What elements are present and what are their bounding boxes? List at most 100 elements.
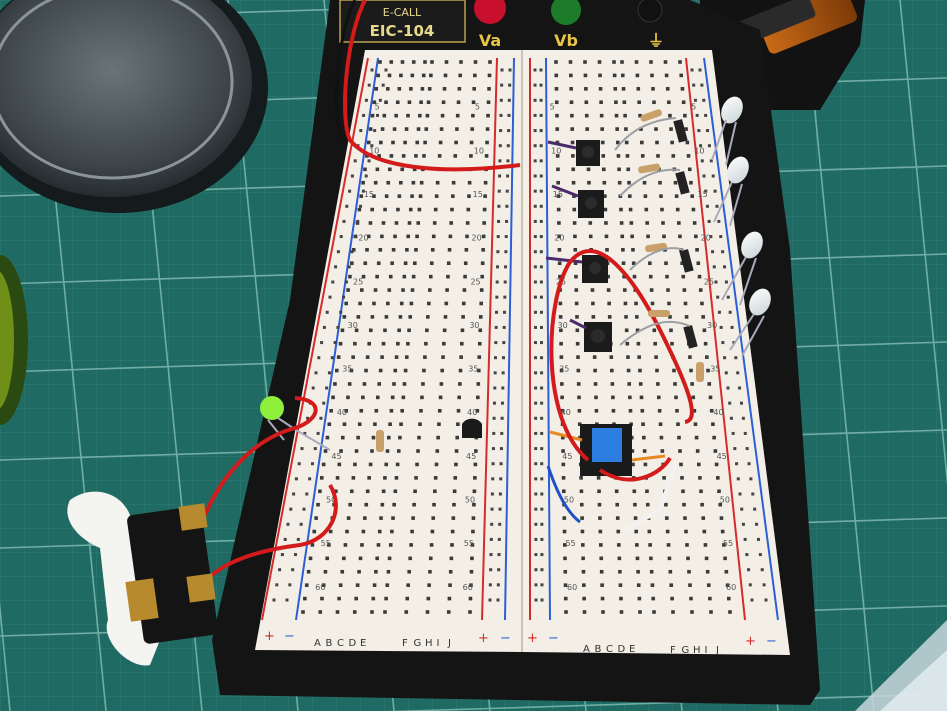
breadboard-hole (598, 516, 602, 520)
breadboard-hole (443, 315, 448, 319)
terminal-va-post (474, 0, 506, 24)
breadboard-hole (368, 127, 373, 131)
breadboard-hole (444, 60, 449, 64)
rail-hole (370, 144, 374, 148)
breadboard-hole (366, 234, 371, 239)
breadboard-hole (647, 529, 652, 534)
right-column-letter: A (583, 644, 590, 655)
component-leads (614, 117, 691, 346)
right-row-number: 50 (564, 496, 574, 505)
breadboard-hole (643, 462, 648, 467)
red-wire-switch (210, 483, 338, 577)
breadboard-hole (626, 355, 630, 359)
breadboard-hole (558, 274, 562, 279)
breadboard-hole (372, 301, 376, 306)
breadboard-hole (594, 395, 598, 400)
breadboard-hole (625, 154, 630, 158)
breadboard-hole (685, 543, 689, 547)
breadboard-hole (382, 113, 387, 118)
rail-hole (490, 522, 494, 526)
breadboard-hole (562, 489, 566, 494)
breadboard-hole (458, 382, 462, 386)
breadboard-hole (620, 73, 625, 78)
breadboard-hole (577, 422, 582, 426)
breadboard-hole (447, 248, 452, 252)
rail-hole (750, 598, 754, 602)
breadboard-hole (600, 596, 605, 601)
breadboard-hole (396, 449, 401, 453)
breadboard-hole (432, 502, 436, 507)
breadboard-hole (614, 100, 618, 105)
rail-hole (316, 431, 320, 435)
orange-jumpers (549, 430, 666, 462)
breadboard-hole (380, 355, 384, 359)
breadboard-hole (375, 274, 379, 279)
breadboard-hole (698, 476, 702, 480)
breadboard-hole (386, 569, 391, 574)
breadboard-hole (335, 476, 340, 480)
breadboard-hole (357, 422, 362, 426)
left-row-number: 35 (342, 365, 352, 374)
breadboard-hole (600, 127, 604, 131)
breadboard-hole (648, 274, 653, 279)
rail-hole (339, 235, 343, 239)
breadboard-hole (362, 382, 367, 386)
breadboard-hole (321, 462, 326, 467)
right-row-number: 5 (550, 103, 555, 112)
rail-hole (492, 401, 496, 405)
rail-hole (756, 537, 760, 541)
rail-minus-sign-1: − (284, 629, 295, 644)
breadboard-hole (403, 140, 407, 145)
breadboard-hole (669, 583, 674, 587)
breadboard-hole (454, 140, 458, 145)
breadboard-hole (400, 60, 405, 64)
rail-hole (322, 401, 326, 405)
breadboard-hole (579, 476, 583, 480)
breadboard-hole (411, 274, 416, 279)
breadboard-hole (389, 408, 394, 413)
power-rail-line (481, 57, 498, 621)
breadboard-hole (434, 462, 439, 467)
resistor-4 (648, 310, 670, 317)
tin-lid-rim (0, 0, 234, 180)
breadboard-hole (370, 207, 375, 212)
rail-hole (743, 431, 747, 435)
rail-hole (496, 235, 500, 239)
rail-hole (540, 507, 544, 511)
breadboard-hole (379, 516, 383, 520)
breadboard-hole (569, 87, 573, 91)
breadboard-hole (387, 556, 392, 561)
right-mid-row-number: 45 (717, 452, 727, 461)
rail-hole (534, 477, 538, 481)
breadboard-hole (340, 569, 345, 574)
breadboard-hole (617, 180, 622, 185)
rail-hole (534, 598, 538, 602)
breadboard-hole (446, 274, 450, 279)
rail-hole (500, 401, 504, 405)
breadboard-hole (425, 328, 429, 333)
breadboard-hole (410, 73, 415, 78)
rail-hole (714, 280, 718, 284)
breadboard-hole (639, 127, 643, 131)
breadboard-hole (340, 328, 345, 333)
breadboard-hole (554, 60, 558, 64)
breadboard-hole (375, 395, 380, 400)
breadboard-hole (615, 127, 619, 131)
rail-hole (534, 583, 538, 587)
breadboard-hole (674, 194, 679, 198)
breadboard-hole (616, 140, 620, 145)
rail-hole (736, 371, 740, 375)
breadboard-hole (664, 73, 669, 78)
breadboard-hole (458, 73, 462, 78)
breadboard-hole (686, 556, 690, 561)
breadboard-hole (706, 368, 710, 373)
breadboard-hole (570, 140, 575, 145)
diode-1 (673, 119, 688, 143)
rail-hole (707, 144, 711, 148)
breadboard-hole (584, 87, 588, 91)
breadboard-hole (557, 261, 562, 266)
breadboard-hole (429, 73, 433, 78)
breadboard-hole (645, 489, 649, 494)
clear-led-3 (721, 231, 763, 306)
breadboard-hole (371, 596, 376, 601)
